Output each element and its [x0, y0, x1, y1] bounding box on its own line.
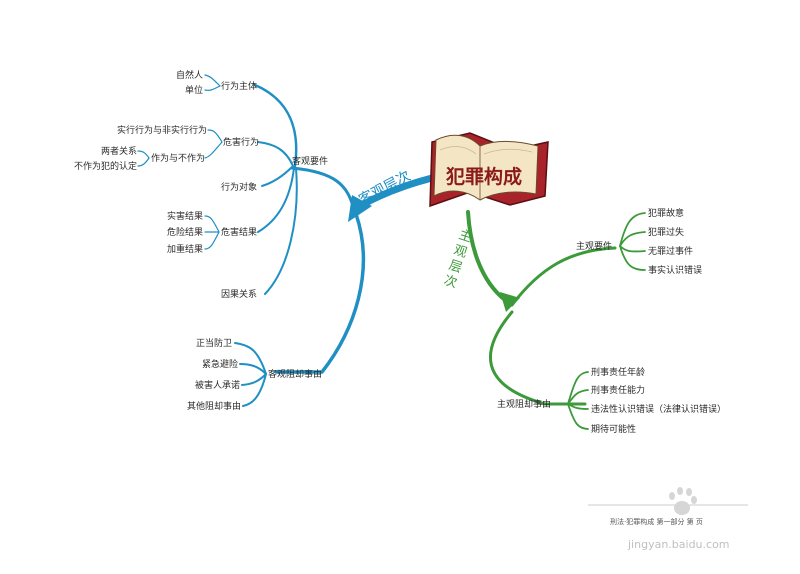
harm-act-label: 危害行为 — [223, 136, 259, 148]
subjective-barrier-item: 期待可能性 — [591, 423, 636, 435]
objective-arrow-head — [348, 195, 372, 222]
watermark-site: jingyan.baidu.com — [627, 538, 730, 551]
harm-result-item: 实害结果 — [167, 210, 203, 222]
act-omission-item: 两者关系 — [101, 145, 137, 157]
objective-barrier-label: 客观阻却事由 — [268, 368, 322, 380]
svg-text:层: 层 — [447, 258, 464, 276]
objective-barrier-item: 正当防卫 — [196, 337, 232, 349]
book-icon — [429, 132, 549, 208]
objective-branch-lines — [137, 74, 436, 407]
harm-result-item: 加重结果 — [167, 243, 203, 255]
subjective-branch-lines — [466, 210, 646, 430]
harm-result-item: 危险结果 — [167, 226, 203, 238]
harm-result-label: 危害结果 — [221, 226, 257, 238]
subjective-element-label: 主观要件 — [576, 240, 612, 252]
objective-barrier-item: 紧急避险 — [202, 358, 238, 370]
subjective-element-item: 犯罪故意 — [648, 207, 684, 219]
subjective-arrow-head — [500, 292, 520, 312]
subjective-barrier-item: 刑事责任能力 — [591, 384, 645, 396]
paw-watermark-icon — [669, 487, 697, 515]
objective-barrier-item: 其他阻却事由 — [187, 400, 241, 412]
object-label: 行为对象 — [221, 181, 257, 193]
subjective-element-item: 无罪过事件 — [648, 245, 693, 257]
harm-act-item: 实行行为与非实行行为 — [117, 124, 207, 136]
causation-label: 因果关系 — [221, 288, 257, 300]
act-omission-item: 不作为犯的认定 — [74, 160, 137, 172]
subjective-barrier-label: 主观阻却事由 — [497, 398, 551, 410]
subject-item: 单位 — [185, 84, 203, 96]
subject-label: 行为主体 — [221, 80, 257, 92]
subject-item: 自然人 — [176, 69, 203, 81]
subjective-barrier-item: 违法性认识错误（法律认识错误） — [591, 403, 726, 415]
root-title: 犯罪构成 — [445, 165, 522, 188]
svg-text:主: 主 — [457, 228, 474, 246]
footer-text: 刑法·犯罪构成 第一部分 第 页 — [610, 517, 703, 526]
act-omission-label: 作为与不作为 — [151, 152, 205, 164]
subjective-element-item: 事实认识错误 — [648, 264, 702, 276]
objective-barrier-item: 被害人承诺 — [195, 379, 240, 391]
svg-text:次: 次 — [442, 272, 459, 291]
objective-element-label: 客观要件 — [292, 155, 328, 167]
svg-text:观: 观 — [452, 243, 469, 261]
subjective-element-item: 犯罪过失 — [648, 226, 684, 238]
subjective-branch-label: 主 观 层 次 — [442, 228, 474, 292]
subjective-barrier-item: 刑事责任年龄 — [591, 366, 645, 378]
